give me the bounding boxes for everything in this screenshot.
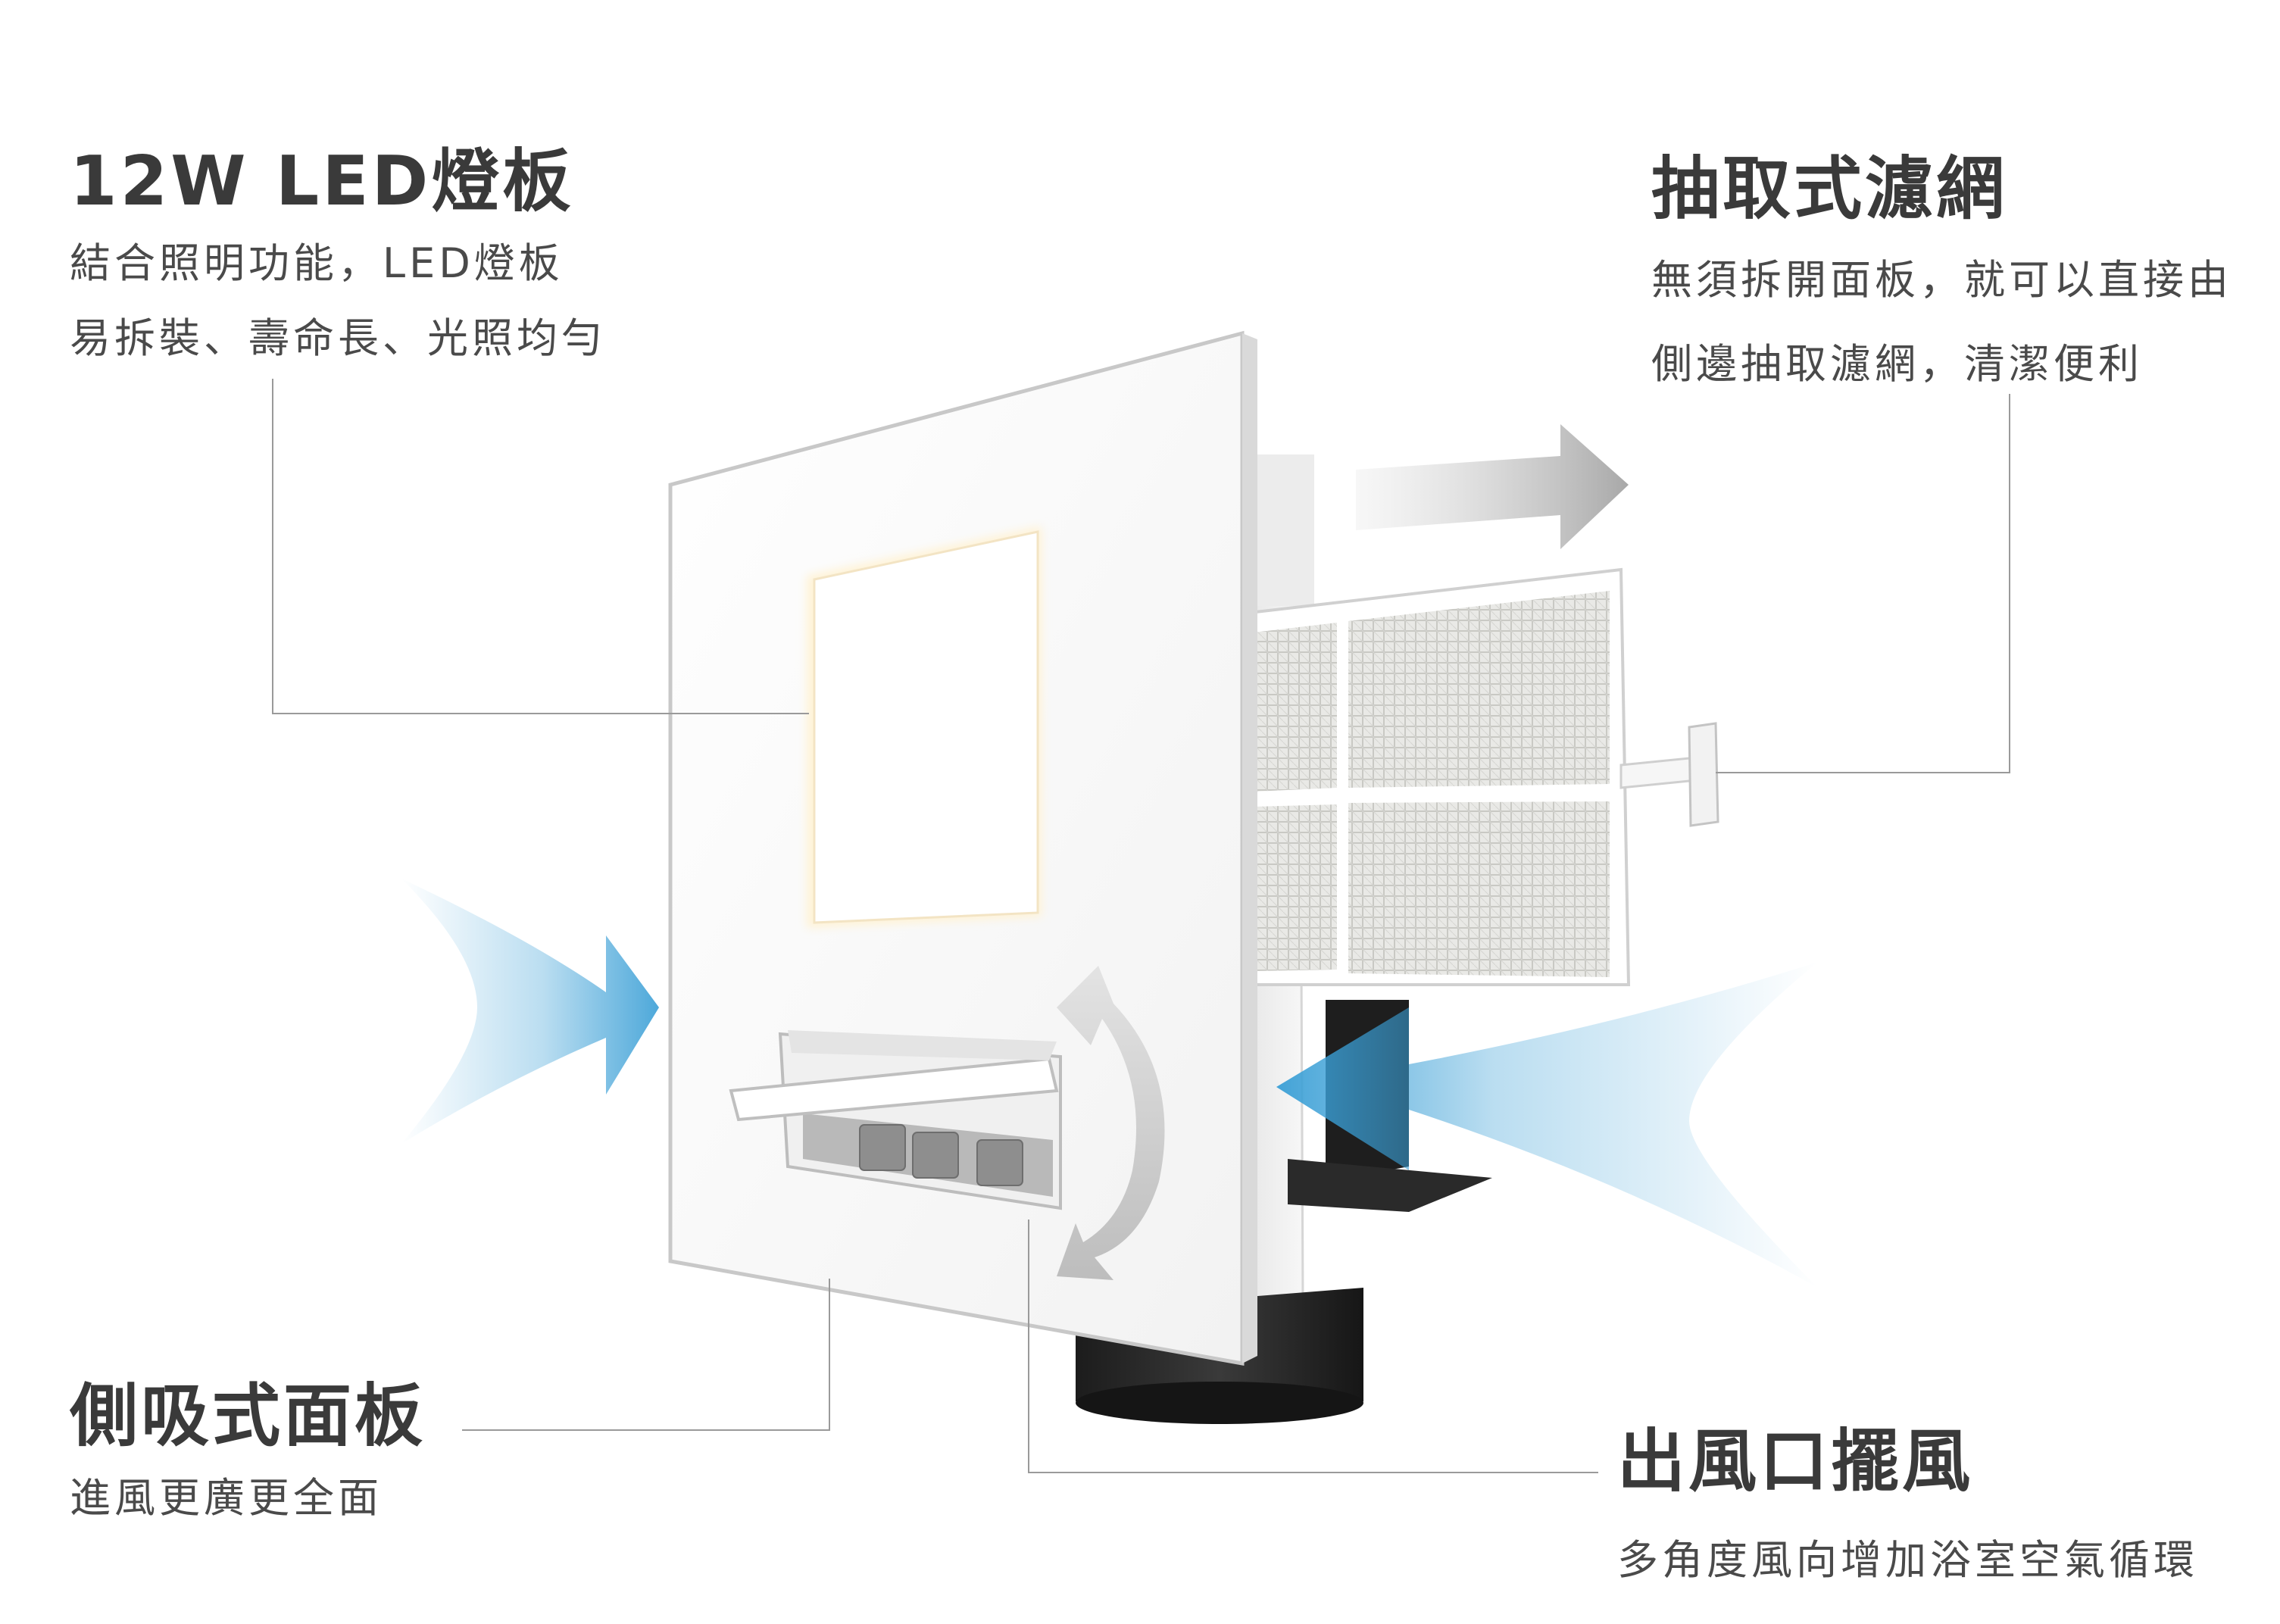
callout-filter-line-1: 無須拆開面板，就可以直接由 xyxy=(1651,256,2232,304)
callout-filter-title: 抽取式濾網 xyxy=(1651,149,2007,229)
leader-lines xyxy=(272,379,2010,1473)
callout-led-line-2: 易拆裝、壽命長、光照均勻 xyxy=(70,314,606,362)
left-intake-airflow-arrow-icon xyxy=(401,879,659,1144)
leader-line-outlet xyxy=(1028,1220,1598,1473)
callout-led-panel: 12W LED燈板 結合照明功能，LED燈板 易拆裝、壽命長、光照均勻 xyxy=(70,144,606,369)
right-intake-airflow-arrow-icon xyxy=(1276,962,1818,1288)
leader-line-led xyxy=(272,379,809,714)
callout-filter-line-2: 側邊抽取濾網，清潔便利 xyxy=(1651,340,2143,388)
leader-line-filter xyxy=(1716,394,2010,773)
air-outlet-louver xyxy=(729,1030,1062,1210)
callout-extractable-filter: 抽取式濾網 無須拆開面板，就可以直接由 側邊抽取濾網，清潔便利 xyxy=(1651,151,2232,395)
swing-rotation-arrow-icon xyxy=(1057,966,1165,1280)
callout-outlet-line-1: 多角度風向增加浴室空氣循環 xyxy=(1617,1536,2198,1584)
extractable-filter xyxy=(1241,567,1719,986)
callout-side-intake-panel: 側吸式面板 進風更廣更全面 xyxy=(70,1379,426,1529)
callout-outlet-swing: 出風口擺風 多角度風向增加浴室空氣循環 xyxy=(1617,1424,2198,1591)
callout-panel-line-1: 進風更廣更全面 xyxy=(70,1474,383,1522)
callout-led-title: 12W LED燈板 xyxy=(70,142,574,221)
callout-panel-title: 側吸式面板 xyxy=(70,1376,426,1456)
callout-led-line-1: 結合照明功能，LED燈板 xyxy=(70,239,564,287)
leader-line-panel xyxy=(462,1279,830,1431)
led-light-panel xyxy=(807,526,1042,928)
callout-outlet-title: 出風口擺風 xyxy=(1617,1422,1973,1501)
exhaust-arrow-icon xyxy=(1356,424,1629,549)
